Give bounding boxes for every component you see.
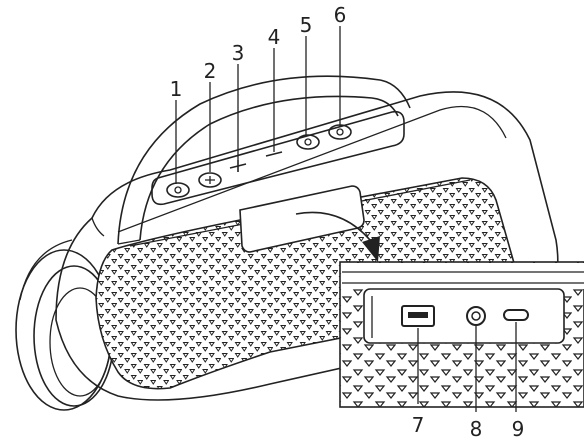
button-2[interactable] xyxy=(198,172,222,188)
usb-c-port-icon xyxy=(503,309,529,321)
callout-9: 9 xyxy=(512,417,525,440)
button-5[interactable] xyxy=(296,134,320,150)
volume-up-button[interactable] xyxy=(229,160,247,172)
port-detail-inset xyxy=(339,261,584,408)
zoom-arrow xyxy=(295,211,380,262)
carry-handle xyxy=(117,75,411,245)
callout-1: 1 xyxy=(170,77,183,101)
aux-jack xyxy=(466,306,486,326)
callout-3: 3 xyxy=(232,41,245,65)
callout-2: 2 xyxy=(204,59,217,83)
button-1[interactable] xyxy=(166,182,190,198)
minus-icon xyxy=(265,151,283,157)
port-cover xyxy=(239,185,365,253)
leader-lines xyxy=(175,26,517,412)
callout-5: 5 xyxy=(300,13,313,37)
control-panel xyxy=(151,110,405,206)
callout-8: 8 xyxy=(470,417,483,440)
volume-down-button[interactable] xyxy=(265,151,283,157)
callout-6: 6 xyxy=(334,3,347,27)
callout-labels: 1 2 3 4 5 6 7 8 9 xyxy=(170,3,525,440)
plus-icon xyxy=(229,160,247,172)
usb-c-port xyxy=(503,309,529,321)
usb-port xyxy=(401,305,435,327)
callout-4: 4 xyxy=(268,25,281,49)
callout-7: 7 xyxy=(412,413,425,437)
